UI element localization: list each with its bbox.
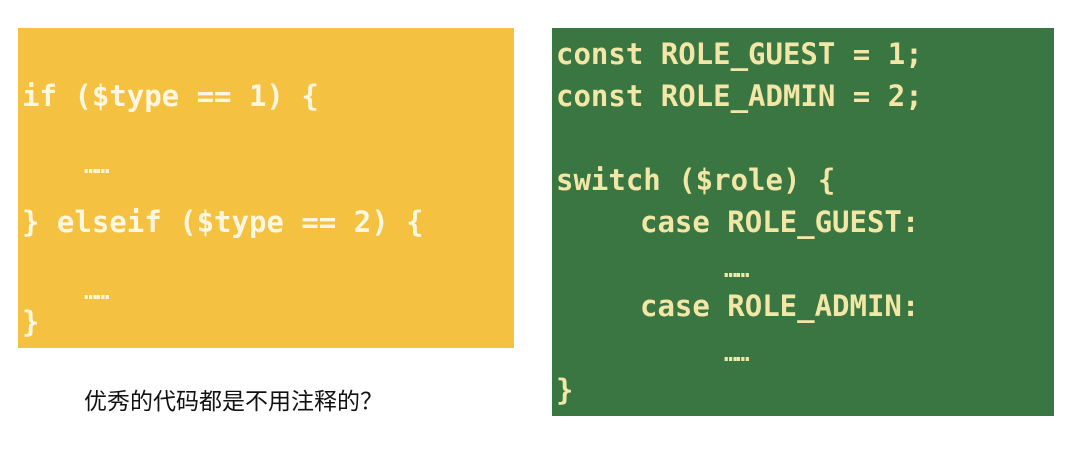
code-line-elseif: } elseif ($type == 2) { <box>22 205 424 239</box>
code-line-closing-brace: } <box>556 373 574 407</box>
code-line-if: if ($type == 1) { <box>22 79 319 113</box>
code-line-closing-brace: } <box>22 305 40 339</box>
code-line-case-guest: case ROLE_GUEST: <box>640 205 920 239</box>
caption-text: 优秀的代码都是不用注释的？ <box>84 389 383 415</box>
code-line-case-admin: case ROLE_ADMIN: <box>640 289 920 323</box>
switch-case-code-panel: const ROLE_GUEST = 1; const ROLE_ADMIN =… <box>552 28 1054 416</box>
code-line-const-guest: const ROLE_GUEST = 1; <box>556 37 923 71</box>
code-line-ellipsis: …… <box>84 154 109 179</box>
code-line-ellipsis: …… <box>724 258 749 283</box>
code-line-switch: switch ($role) { <box>556 163 836 197</box>
code-line-ellipsis: …… <box>724 342 749 367</box>
code-line-const-admin: const ROLE_ADMIN = 2; <box>556 79 923 113</box>
code-line-ellipsis: …… <box>84 280 109 305</box>
if-elseif-code-panel: if ($type == 1) { …… } elseif ($type == … <box>18 28 514 348</box>
